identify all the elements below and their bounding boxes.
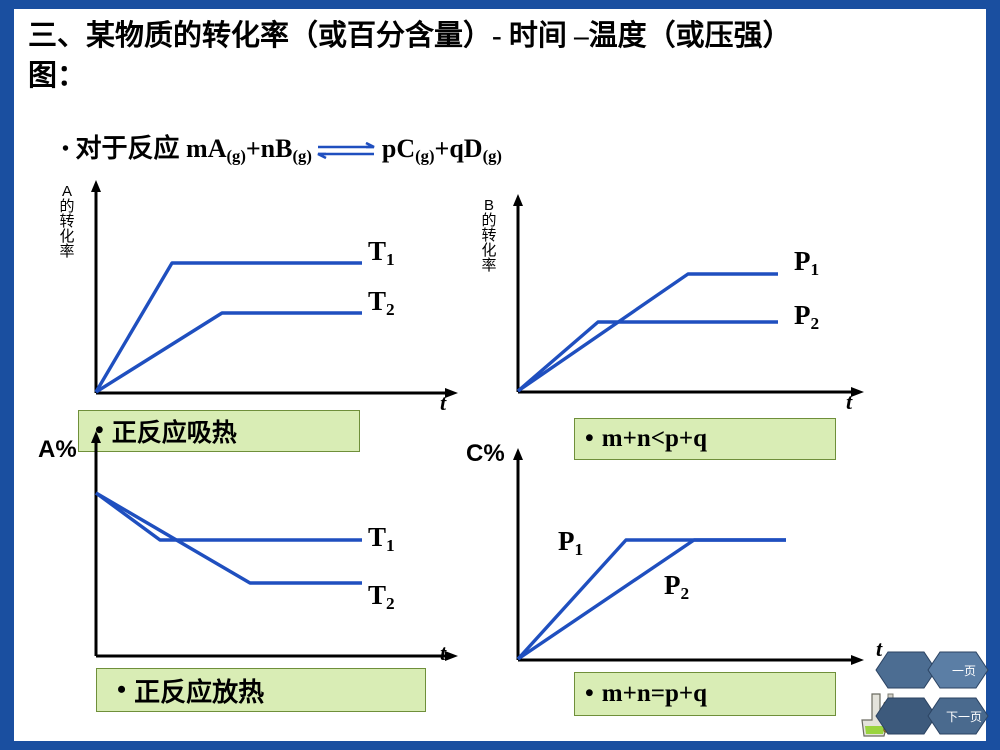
next-page-button[interactable]: 下一页 <box>945 709 982 724</box>
navigation-widget: 一页 下一页 <box>861 648 992 744</box>
bullet-prefix: 对于反应 <box>75 134 187 163</box>
y-axis-char: 化 <box>59 228 75 245</box>
caption-bullet-dot: • <box>585 680 594 707</box>
product-D: +qD <box>434 134 483 163</box>
y-axis-char: 率 <box>59 243 75 260</box>
chart-bottom-right: C% t P1 P2 <box>466 440 898 672</box>
caption-bullet-dot: • <box>585 425 594 452</box>
prev-page-button[interactable]: 一页 <box>951 663 976 678</box>
caption-top-left: • 正反应吸热 <box>78 410 360 452</box>
nav-hex-group: 一页 下一页 <box>866 648 992 744</box>
chart-bottom-left-plot <box>91 431 458 661</box>
caption-bullet-dot: • <box>95 417 104 444</box>
title-line-2: 图： <box>28 60 87 92</box>
chart-top-right-y-axis-label: B 的 转 化 率 <box>478 198 500 273</box>
chart-top-left-curve-label-T1: T1 <box>368 236 395 269</box>
chart-top-right-curve-label-P1: P1 <box>794 246 820 279</box>
y-axis-char: A <box>61 183 72 200</box>
chart-top-right-curve-label-P2: P2 <box>794 300 820 333</box>
reactant-A: mA <box>186 134 227 163</box>
chart-bottom-right-x-axis-label: t <box>876 636 883 661</box>
caption-text: m+n<p+q <box>601 425 708 452</box>
chart-bottom-right-curve-label-P1: P1 <box>558 526 584 559</box>
y-axis-char: 转 <box>481 227 497 244</box>
reactant-B-state: (g) <box>292 146 312 166</box>
y-axis-char: 的 <box>59 198 75 215</box>
chart-bottom-left-x-axis-label: t <box>440 640 447 665</box>
y-axis-char: 化 <box>481 242 497 259</box>
reactant-A-state: (g) <box>226 146 246 166</box>
y-axis-char: 的 <box>481 212 497 229</box>
reaction-bullet: • 对于反应 mA(g)+nB(g) pC(g)+qD(g) <box>62 128 862 167</box>
chart-top-left: A 的 转 化 率 t T1 T2 <box>59 178 482 418</box>
page-title: 三、某物质的转化率（或百分含量）- 时间 –温度（或压强） 图： <box>28 16 978 96</box>
chart-top-right: B 的 转 化 率 t P1 P2 <box>478 192 898 418</box>
chart-bottom-left-y-axis-label: A% <box>38 436 77 463</box>
caption-bottom-right: • m+n=p+q <box>574 672 836 716</box>
bullet-dot: • <box>62 138 70 160</box>
product-C-state: (g) <box>415 146 435 166</box>
caption-top-right: • m+n<p+q <box>574 418 836 460</box>
chart-bottom-left-curve-label-T1: T1 <box>368 522 395 555</box>
chart-top-left-y-axis-label: A 的 转 化 率 <box>56 184 78 259</box>
caption-bullet-dot: • <box>117 675 127 704</box>
chart-top-right-plot <box>513 194 864 397</box>
caption-text: m+n=p+q <box>601 680 708 707</box>
title-line-1: 三、某物质的转化率（或百分含量）- 时间 –温度（或压强） <box>28 20 792 52</box>
caption-bottom-left: • 正反应放热 <box>96 668 426 712</box>
product-C: pC <box>381 134 416 163</box>
product-D-state: (g) <box>482 146 502 166</box>
y-axis-char: 转 <box>59 213 75 230</box>
chart-bottom-left: A% t T1 T2 <box>38 428 482 668</box>
chart-bottom-right-curve-label-P2: P2 <box>664 570 690 603</box>
caption-text: 正反应吸热 <box>111 420 237 447</box>
reactant-B: +nB <box>245 134 293 163</box>
y-axis-char: 率 <box>481 257 497 274</box>
caption-text: 正反应放热 <box>134 677 265 707</box>
chart-top-right-x-axis-label: t <box>846 389 853 414</box>
chart-bottom-right-y-axis-label: C% <box>466 440 505 467</box>
y-axis-char: B <box>483 197 494 214</box>
chart-top-left-curve-label-T2: T2 <box>368 286 395 319</box>
chart-top-left-plot <box>91 180 458 398</box>
chart-bottom-left-curve-label-T2: T2 <box>368 580 395 613</box>
equilibrium-arrow-icon <box>316 142 378 160</box>
slide-canvas <box>14 9 986 741</box>
chart-top-left-x-axis-label: t <box>440 390 447 415</box>
chart-bottom-right-plot <box>513 448 864 665</box>
